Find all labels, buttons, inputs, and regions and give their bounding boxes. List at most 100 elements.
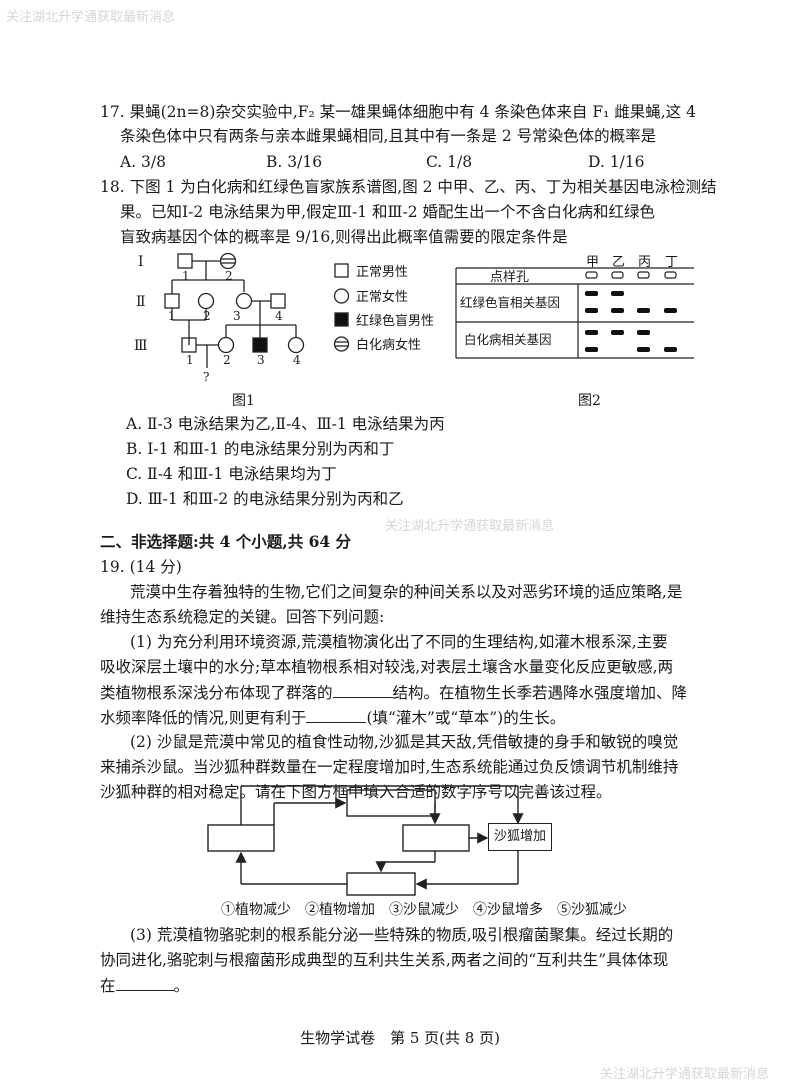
q19-p1-line4b: (填“灌木”或“草本”)的生长。 xyxy=(366,709,566,727)
pedigree-II-num-2: 2 xyxy=(203,309,211,323)
band-bing-alb-2 xyxy=(637,347,650,352)
gel-row-albinism: 白化病相关基因 xyxy=(464,332,552,347)
pedigree-II2-circle xyxy=(197,292,215,310)
legend-normal-male: 正常男性 xyxy=(356,265,408,280)
pedigree-III-num-2: 2 xyxy=(223,353,231,367)
figure2-caption: 图2 xyxy=(578,393,601,409)
gel-row-colorblind: 红绿色盲相关基因 xyxy=(460,295,560,310)
q18-option-a: A. Ⅱ-3 电泳结果为乙,Ⅱ-4、Ⅲ-1 电泳结果为丙 xyxy=(126,415,445,433)
q18-line3: 盲致病基因个体的概率是 9/16,则得出此概率值需要的限定条件是 xyxy=(120,228,568,246)
band-yi-cb-1 xyxy=(611,291,624,296)
pedigree-II4-square xyxy=(270,293,286,309)
band-ding-alb-2 xyxy=(664,347,677,352)
pedigree-chart: Ⅰ Ⅱ Ⅲ 1 2 1 2 3 4 1 2 3 4 ? 正常男性 正常女性 红绿… xyxy=(134,252,434,384)
pedigree-III2-circle xyxy=(217,336,235,354)
q19-p3-line2: 协同进化,骆驼刺与根瘤菌形成典型的互利共生关系,两者之间的“互利共生”具体体现 xyxy=(100,951,669,969)
q17-option-d: D. 1/16 xyxy=(588,153,645,171)
band-yi-cb-2 xyxy=(611,308,624,313)
pedigree-II1-square xyxy=(164,293,180,309)
q19-answer-blank-2[interactable] xyxy=(306,707,367,723)
gel-well-row: 点样孔 xyxy=(490,270,529,285)
band-jia-cb-2 xyxy=(585,308,598,313)
diagram-bottom-box[interactable] xyxy=(346,872,416,896)
q19-p1-line4: 水频率降低的情况,则更有利于 (填“灌木”或“草本”)的生长。 xyxy=(100,707,565,728)
legend-colorblind-male-icon xyxy=(334,312,349,327)
q18-option-b: B. Ⅰ-1 和Ⅲ-1 的电泳结果分别为丙和丁 xyxy=(126,440,395,458)
q19-p1-line3b: 结构。在植物生长季若遇降水强度增加、降 xyxy=(392,684,688,702)
cycle-option-3: ③沙鼠减少 xyxy=(389,902,459,918)
band-jia-alb-2 xyxy=(585,347,598,352)
q19-intro-line1: 荒漠中生存着独特的生物,它们之间复杂的种间关系以及对恶劣环境的适应策略,是 xyxy=(130,583,683,601)
page-footer: 生物学试卷 第 5 页(共 8 页) xyxy=(300,1029,500,1047)
cycle-option-5: ⑤沙狐减少 xyxy=(557,902,627,918)
legend-colorblind-male: 红绿色盲男性 xyxy=(356,313,434,329)
pedigree-III-num-3: 3 xyxy=(257,353,265,367)
q19-p1-line3a: 类植物根系深浅分布体现了群落的 xyxy=(100,684,333,702)
q19-header: 19. (14 分) xyxy=(100,558,182,576)
legend-normal-male-icon xyxy=(334,263,349,278)
q19-p2-line1: (2) 沙鼠是荒漠中常见的植食性动物,沙狐是其天敌,凭借敏捷的身手和敏锐的嗅觉 xyxy=(130,733,679,751)
gel-col-jia: 甲 xyxy=(586,255,599,270)
q19-answer-blank-3[interactable] xyxy=(115,975,174,991)
pedigree-III3-square xyxy=(252,337,268,353)
cycle-option-4: ④沙鼠增多 xyxy=(473,902,543,918)
q19-p2-line3: 沙狐种群的相对稳定。请在下图方框中填入合适的数字序号以完善该过程。 xyxy=(100,783,612,801)
pedigree-II-num-4: 4 xyxy=(275,309,283,323)
pedigree-II-num-3: 3 xyxy=(233,309,241,323)
gel-chart: 甲 乙 丙 丁 点样孔 红绿色盲相关基因 白化病相关基因 xyxy=(455,255,694,359)
feedback-diagram xyxy=(207,785,524,896)
q19-p3-line3: 在。 xyxy=(100,975,189,996)
q17-line2: 条染色体中只有两条与亲本雌果蝇相同,且其中有一条是 2 号常染色体的概率是 xyxy=(120,127,657,145)
gel-col-yi: 乙 xyxy=(612,255,625,270)
band-jia-alb-1 xyxy=(585,330,598,335)
band-yi-alb-1 xyxy=(611,330,624,335)
diagram-top-box[interactable] xyxy=(346,789,436,817)
band-bing-cb-2 xyxy=(637,308,650,313)
gel-col-bing: 丙 xyxy=(638,255,651,270)
figure1-caption: 图1 xyxy=(232,393,255,409)
gen-label-III: Ⅲ xyxy=(134,338,148,354)
q17-options: A. 3/8 B. 3/16 C. 1/8 D. 1/16 xyxy=(120,152,720,172)
pedigree-II-num-1: 1 xyxy=(168,309,176,323)
cycle-option-1: ①植物减少 xyxy=(221,902,291,918)
pedigree-I-num-2: 2 xyxy=(225,269,233,283)
pedigree-III4-circle xyxy=(287,336,305,354)
cycle-options: ①植物减少 ②植物增加 ③沙鼠减少 ④沙鼠增多 ⑤沙狐减少 xyxy=(221,899,641,919)
pedigree-II3-circle xyxy=(235,292,253,310)
section2-title: 二、非选择题:共 4 个小题,共 64 分 xyxy=(100,532,352,551)
q19-p2-line2: 来捕杀沙鼠。当沙狐种群数量在一定程度增加时,生态系统能通过负反馈调节机制维持 xyxy=(100,758,679,776)
q19-answer-blank-1[interactable] xyxy=(332,682,393,698)
pedigree-I2-circle xyxy=(219,252,237,270)
diagram-left-box[interactable] xyxy=(207,824,275,852)
pedigree-I1-square xyxy=(177,253,193,269)
band-jia-cb-1 xyxy=(585,291,598,296)
q18-line1: 18. 下图 1 为白化病和红绿色盲家族系谱图,图 2 中甲、乙、丙、丁为相关基… xyxy=(100,178,717,196)
diagram-fox-increase-box: 沙狐增加 xyxy=(488,823,552,851)
legend-albinism-female-icon xyxy=(333,336,350,352)
diagram-right-box[interactable] xyxy=(402,824,470,852)
legend-albinism-female: 白化病女性 xyxy=(356,337,421,353)
watermark-bottom: 关注湖北升学通获取最新消息 xyxy=(600,1067,770,1082)
q19-p1-line1: (1) 为充分利用环境资源,荒漠植物演化出了不同的生理结构,如灌木根系深,主要 xyxy=(130,633,668,651)
q18-line2: 果。已知Ⅰ-2 电泳结果为甲,假定Ⅲ-1 和Ⅲ-2 婚配生出一个不含白化病和红绿… xyxy=(120,203,656,221)
legend-normal-female: 正常女性 xyxy=(356,289,408,305)
q19-p1-line2: 吸收深层土壤中的水分;草本植物根系相对较浅,对表层土壤含水量变化反应更敏感,两 xyxy=(100,658,674,676)
pedigree-question-mark: ? xyxy=(203,370,209,384)
gen-label-I: Ⅰ xyxy=(138,254,144,270)
gen-label-II: Ⅱ xyxy=(136,294,146,310)
gel-col-ding: 丁 xyxy=(665,255,678,270)
band-ding-cb-2 xyxy=(664,308,677,313)
q19-p3-line3b: 。 xyxy=(173,977,190,995)
pedigree-I-num-1: 1 xyxy=(182,269,190,283)
q18-option-d: D. Ⅲ-1 和Ⅲ-2 的电泳结果分别为丙和乙 xyxy=(126,490,404,508)
legend-normal-female-icon xyxy=(333,288,350,304)
q19-p3-line1: (3) 荒漠植物骆驼刺的根系能分泌一些特殊的物质,吸引根瘤菌聚集。经过长期的 xyxy=(130,926,674,944)
q17-option-c: C. 1/8 xyxy=(426,153,473,171)
pedigree-III-num-4: 4 xyxy=(293,353,301,367)
pedigree-III-num-1: 1 xyxy=(186,353,194,367)
cycle-option-2: ②植物增加 xyxy=(305,902,375,918)
q17-option-a: A. 3/8 xyxy=(120,153,166,171)
q19-p3-line3a: 在 xyxy=(100,977,116,995)
q18-option-c: C. Ⅱ-4 和Ⅲ-1 电泳结果均为丁 xyxy=(126,465,337,483)
q19-p1-line4a: 水频率降低的情况,则更有利于 xyxy=(100,709,307,727)
